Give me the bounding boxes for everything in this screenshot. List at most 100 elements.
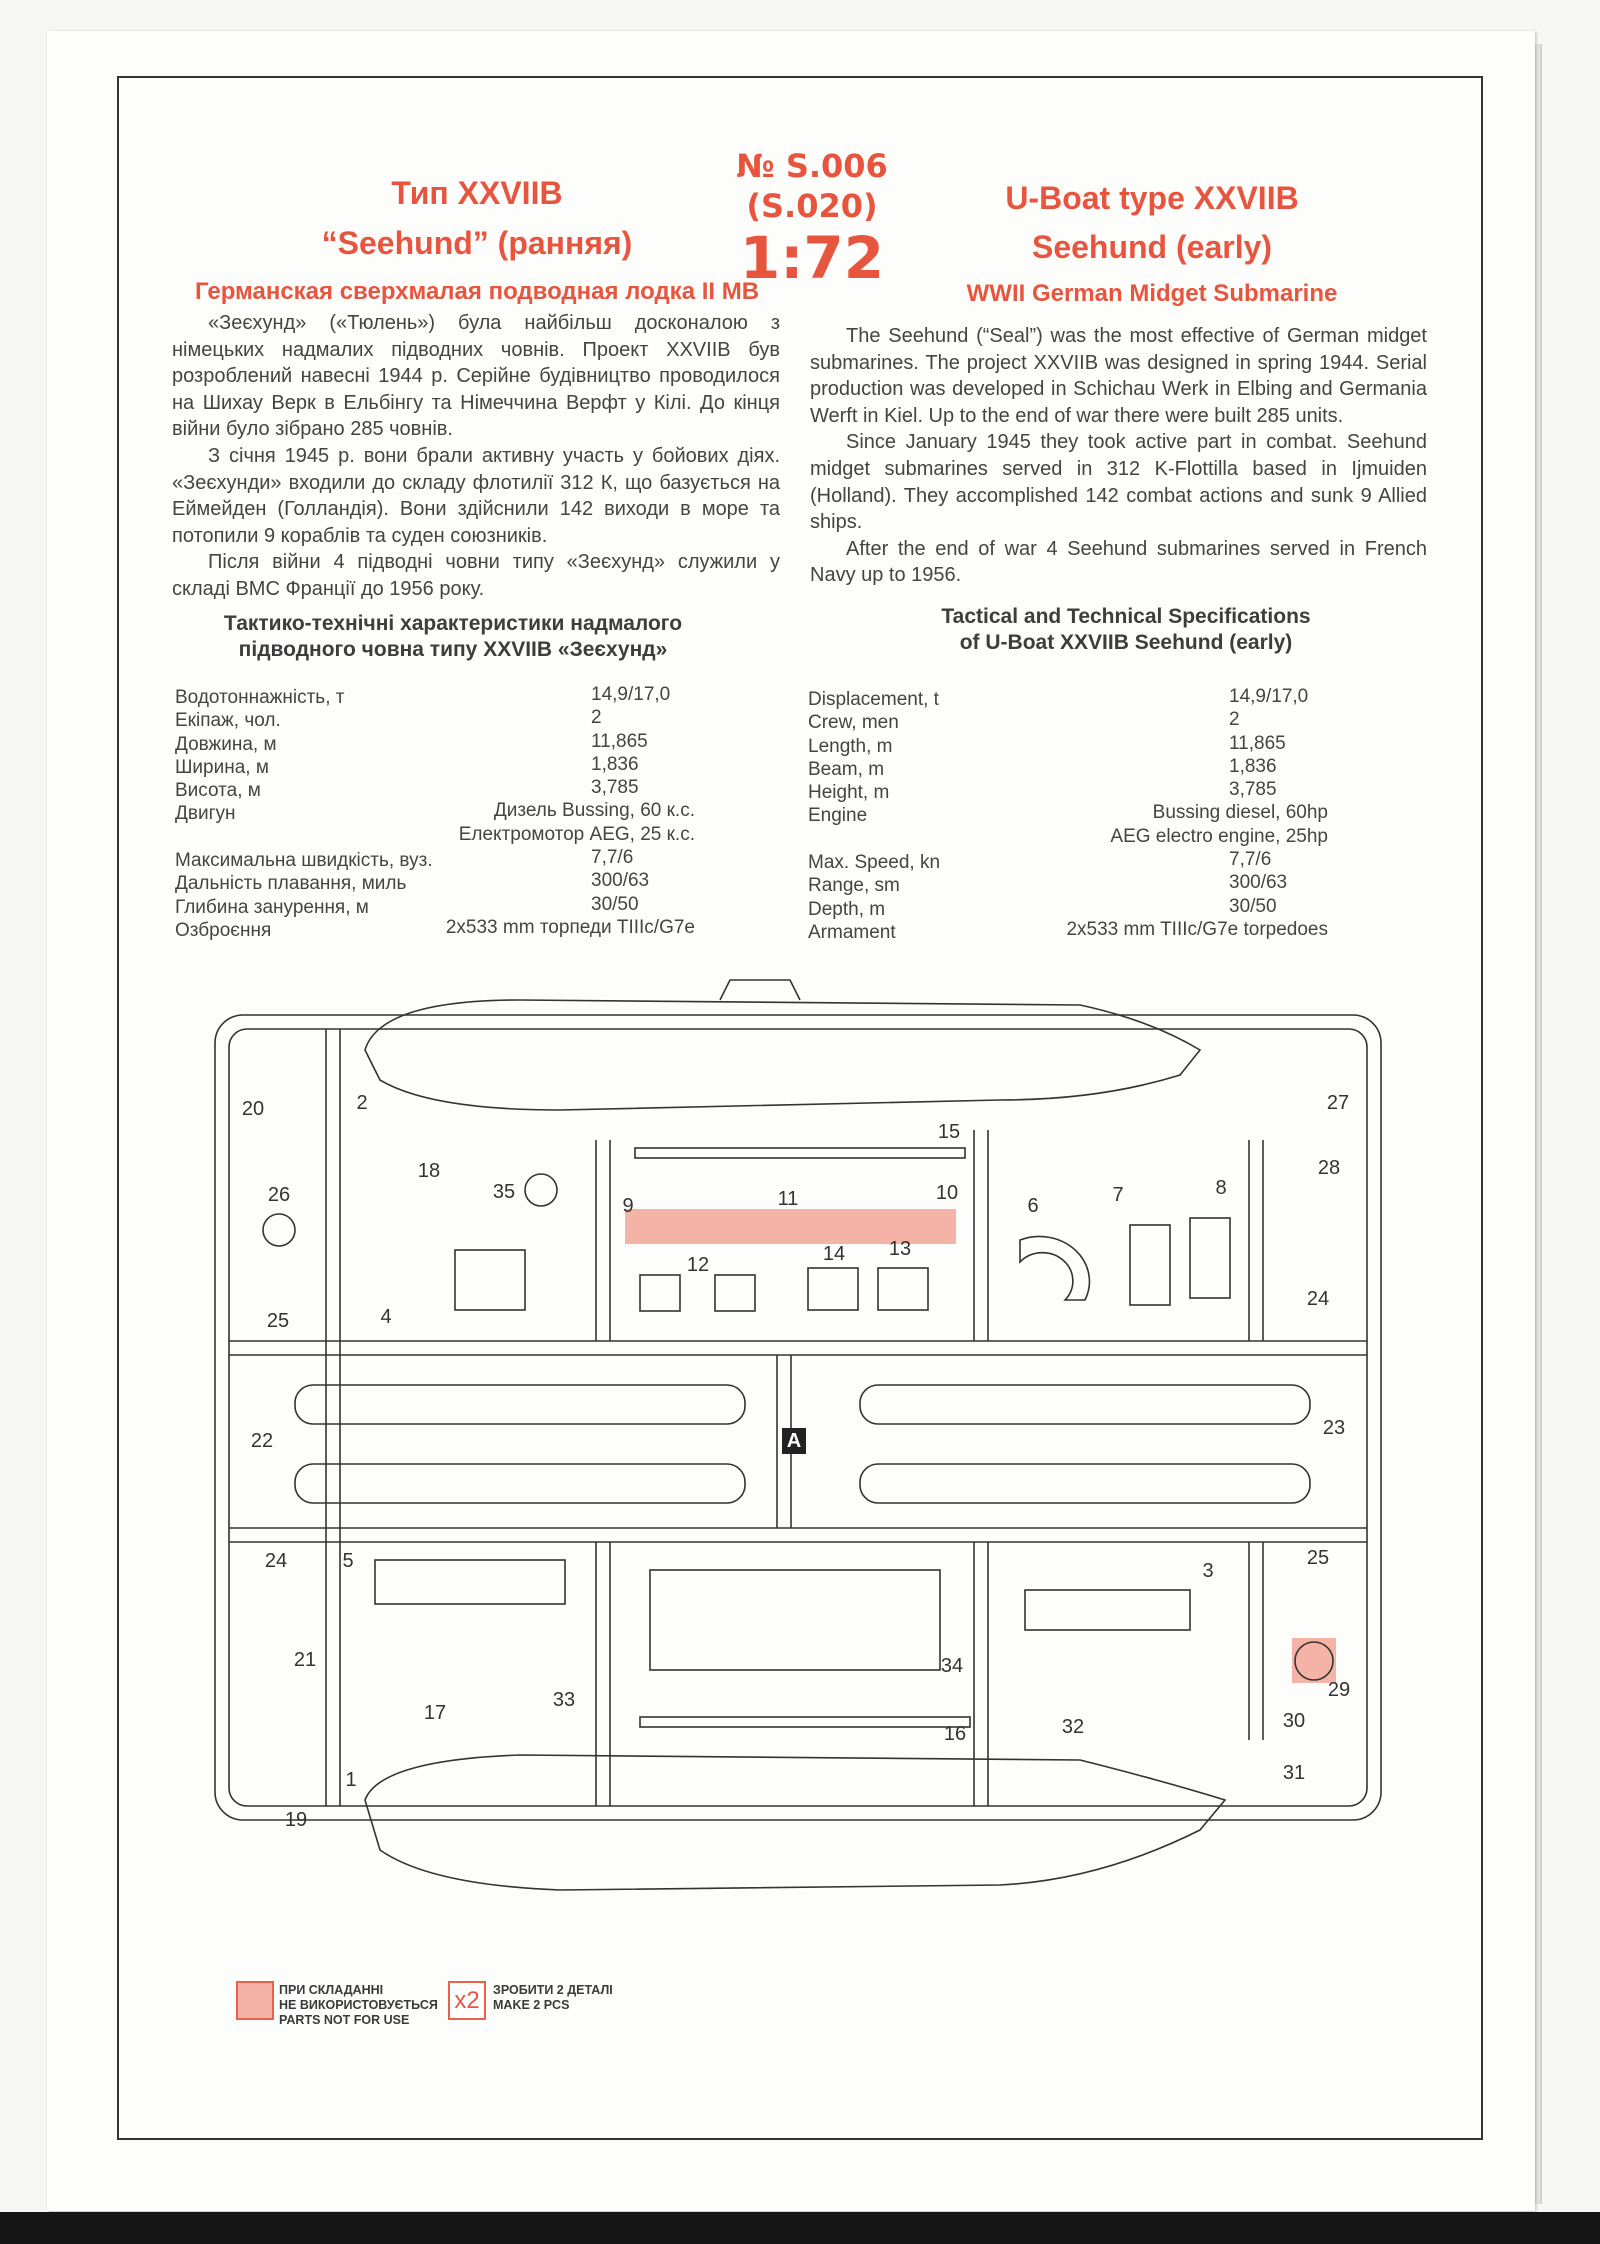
spec-value: 300/63 (591, 870, 650, 892)
part-number: 17 (424, 1702, 446, 1724)
description-en: The Seehund (“Seal”) was the most effect… (810, 323, 1427, 589)
sprue-part (714, 1274, 756, 1312)
part-number: 15 (938, 1121, 960, 1143)
sprue-part-15 (634, 1147, 966, 1159)
title-en-line1: U-Boat type XXVIIB (1005, 180, 1299, 216)
sprue-part (454, 1249, 526, 1311)
spec-value: 14,9/17,0 (591, 684, 671, 705)
spec-label: Екіпаж, чол. (175, 710, 281, 732)
sprue-part (1129, 1224, 1171, 1306)
spec-value: 30/50 (1229, 895, 1277, 917)
spec-value: 2 (1229, 709, 1240, 731)
part-number: 26 (268, 1184, 290, 1206)
torpedo (294, 1463, 746, 1504)
spec-value: 11,865 (591, 730, 648, 752)
part-number: 24 (1307, 1288, 1329, 1310)
catalog-number: № S.006 (736, 147, 888, 185)
part-number: 5 (342, 1550, 353, 1572)
title-en-line2: Seehund (early) (1031, 229, 1273, 265)
spec-label: Beam, m (808, 758, 885, 780)
part-number: 7 (1112, 1184, 1123, 1206)
description-ua-paragraph: Після війни 4 підводні човни типу «Зеєху… (172, 551, 780, 600)
spec-label: Depth, m (808, 898, 886, 920)
part-number: 12 (687, 1254, 709, 1276)
part-number: 24 (265, 1550, 287, 1572)
not-for-use-swatch (236, 1981, 274, 2020)
sprue-part-29 (1294, 1641, 1334, 1681)
spec-value: 2x533 mm торпеди TIIIc/G7e (445, 916, 695, 938)
spec-label: Range, sm (808, 875, 900, 897)
sprue-part-35 (524, 1173, 558, 1207)
spec-value: 14,9/17,0 (1229, 686, 1309, 707)
spec-label: Displacement, t (808, 689, 939, 710)
spec-row: Двигун Дизель Bussing, 60 к.с. (175, 800, 695, 825)
spec-label: Crew, men (808, 712, 899, 734)
part-number: 31 (1283, 1762, 1305, 1784)
spec-row: Height, m 3,785 (808, 779, 1328, 804)
spec-value: 30/50 (591, 893, 639, 915)
spec-value: 3,785 (1229, 779, 1277, 801)
sprue-runner-frame (214, 1014, 1382, 1821)
not-for-use-highlight (1292, 1638, 1336, 1683)
spec-value: 1,836 (591, 753, 639, 775)
spec-label: Max. Speed, kn (808, 852, 941, 874)
part-number: 2 (356, 1092, 367, 1114)
part-number: 29 (1328, 1679, 1350, 1701)
subtitle-en: WWII German Midget Submarine (966, 280, 1338, 307)
spec-value: 1,836 (1229, 755, 1277, 777)
part-number: 30 (1283, 1710, 1305, 1732)
subtitle-ua: Германская сверхмалая подводная лодка II… (194, 278, 760, 305)
sprue-letter: A (782, 1428, 806, 1454)
part-number: 16 (944, 1723, 966, 1745)
sprue-part (649, 1569, 941, 1671)
part-number: 20 (242, 1098, 264, 1120)
spec-label: Armament (808, 921, 896, 943)
part-number: 3 (1202, 1560, 1213, 1582)
part-number: 11 (778, 1188, 799, 1210)
spec-label: Height, m (808, 782, 890, 804)
description-en-paragraph: After the end of war 4 Seehund submarine… (810, 537, 1427, 587)
make-two-symbol: x2 (448, 1981, 486, 2020)
background-bar (0, 2212, 1600, 2244)
sprue-part (1189, 1217, 1231, 1299)
legend-make-two-ua: ЗРОБИТИ 2 ДЕТАЛІ (493, 1983, 613, 1997)
legend-make-two: ЗРОБИТИ 2 ДЕТАЛІ MAKE 2 PCS (493, 1983, 613, 2013)
spec-value: 2 (591, 707, 602, 729)
part-number: 8 (1215, 1177, 1226, 1199)
description-ua: «Зеєхунд» («Тюлень») була найбільш доско… (172, 310, 780, 603)
torpedo (859, 1384, 1311, 1425)
title-ua-line2: “Seehund” (ранняя) (321, 225, 633, 261)
spec-row: Екіпаж, чол. 2 (175, 707, 695, 732)
spec-label: Двигун (175, 803, 236, 825)
description-ua-paragraph: «Зеєхунд» («Тюлень») була найбільш доско… (172, 312, 780, 441)
spec-label: Engine (808, 805, 868, 827)
spec-value: Електромотор AEG, 25 к.с. (458, 823, 695, 845)
part-number: 32 (1062, 1716, 1084, 1738)
spec-row: Displacement, t 14,9/17,0 (808, 686, 1328, 711)
spec-value: 300/63 (1229, 872, 1288, 894)
part-number: 25 (1307, 1547, 1329, 1569)
specs-en-heading-line2: of U-Boat XXVIIB Seehund (early) (959, 631, 1293, 654)
spec-row: Глибина занурення, м 30/50 (175, 893, 695, 919)
spec-row: Водотоннажність, т 14,9/17,0 (175, 684, 695, 709)
spec-label: Глибина занурення, м (175, 896, 369, 918)
part-number: 34 (941, 1655, 963, 1677)
torpedo (859, 1463, 1311, 1504)
sprue-part-6 (1019, 1235, 1091, 1301)
spec-row: Crew, men 2 (808, 709, 1328, 734)
part-number: 18 (418, 1160, 440, 1182)
part-number: 33 (553, 1689, 575, 1711)
spec-value: Дизель Bussing, 60 к.с. (493, 800, 695, 822)
part-number: 9 (622, 1195, 633, 1217)
spec-label: Водотоннажність, т (175, 687, 345, 708)
part-number: 13 (889, 1238, 911, 1260)
legend-not-for-use-ua-1: ПРИ СКЛАДАННІ (279, 1983, 384, 1997)
sprue-part-16 (639, 1716, 971, 1728)
